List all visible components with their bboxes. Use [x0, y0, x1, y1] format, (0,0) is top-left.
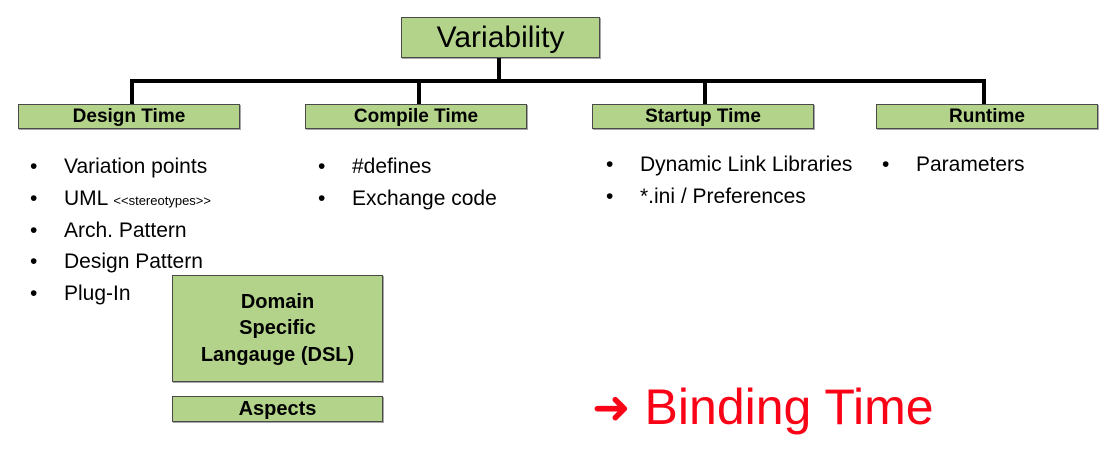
- list-item: • Plug-In: [30, 279, 300, 309]
- list-item: • Dynamic Link Libraries: [606, 150, 871, 180]
- node-design-time: Design Time: [18, 104, 240, 129]
- bullet-glyph: •: [606, 184, 614, 208]
- bullet-list-runtime: • Parameters: [882, 150, 1107, 182]
- node-startup-time-label: Startup Time: [645, 105, 761, 127]
- list-item: • Parameters: [882, 150, 1107, 180]
- list-item: • Variation points: [30, 152, 300, 182]
- list-item-label: #defines: [352, 155, 432, 178]
- list-item: • Exchange code: [318, 184, 578, 214]
- connector-drop-compile-time: [417, 81, 421, 105]
- list-item-label: *.ini / Preferences: [640, 184, 806, 208]
- bullet-glyph: •: [318, 155, 326, 178]
- node-aspects: Aspects: [172, 396, 383, 422]
- dsl-line-1: Domain: [240, 290, 315, 313]
- binding-time-label: Binding Time: [644, 379, 934, 435]
- bullet-list-compile-time: • #defines • Exchange code: [318, 152, 578, 216]
- bullet-glyph: •: [30, 186, 38, 210]
- node-runtime: Runtime: [876, 104, 1098, 129]
- list-item: • Arch. Pattern: [30, 216, 300, 246]
- connector-horizontal-bar: [130, 79, 986, 83]
- list-item-annotation: <<stereotypes>>: [113, 192, 211, 208]
- bullet-glyph: •: [882, 153, 890, 176]
- dsl-line-3: Langauge (DSL): [200, 343, 355, 366]
- node-aspects-label: Aspects: [238, 397, 317, 420]
- list-item: • *.ini / Preferences: [606, 182, 871, 212]
- connector-drop-runtime: [982, 81, 986, 105]
- list-item-label: Arch. Pattern: [64, 218, 187, 242]
- list-item-label: Variation points: [64, 155, 208, 178]
- node-compile-time: Compile Time: [305, 104, 527, 129]
- node-domain-specific-language: Domain Specific Langauge (DSL): [172, 275, 383, 382]
- list-item: • #defines: [318, 152, 578, 182]
- node-startup-time: Startup Time: [592, 104, 814, 129]
- node-design-time-label: Design Time: [72, 105, 186, 127]
- bullet-list-design-time: • Variation points • UML <<stereotypes>>…: [30, 152, 300, 311]
- bullet-glyph: •: [30, 218, 38, 242]
- dsl-line-2: Specific: [239, 317, 316, 340]
- connector-root-stem: [497, 58, 501, 82]
- list-item: • UML <<stereotypes>>: [30, 184, 300, 214]
- bullet-glyph: •: [30, 250, 38, 274]
- list-item-label: Parameters: [916, 153, 1025, 176]
- list-item: • Design Pattern: [30, 247, 300, 277]
- list-item-label: Dynamic Link Libraries: [640, 153, 853, 176]
- node-runtime-label: Runtime: [949, 105, 1025, 127]
- connector-drop-startup-time: [703, 81, 707, 105]
- bullet-glyph: •: [30, 282, 38, 306]
- bullet-list-startup-time: • Dynamic Link Libraries • *.ini / Prefe…: [606, 150, 871, 214]
- bullet-glyph: •: [30, 155, 38, 178]
- connector-drop-design-time: [130, 81, 134, 105]
- list-item-label: Design Pattern: [64, 250, 203, 274]
- list-item-label: Exchange code: [352, 186, 497, 210]
- node-compile-time-label: Compile Time: [353, 105, 479, 127]
- binding-time-callout: ➜ Binding Time: [592, 382, 934, 432]
- bullet-glyph: •: [318, 186, 326, 210]
- right-arrow-icon: ➜: [592, 380, 631, 434]
- bullet-glyph: •: [606, 153, 614, 176]
- node-variability: Variability: [401, 17, 600, 58]
- list-item-label: UML <<stereotypes>>: [64, 186, 211, 210]
- node-variability-label: Variability: [436, 20, 565, 54]
- list-item-label: Plug-In: [64, 282, 131, 306]
